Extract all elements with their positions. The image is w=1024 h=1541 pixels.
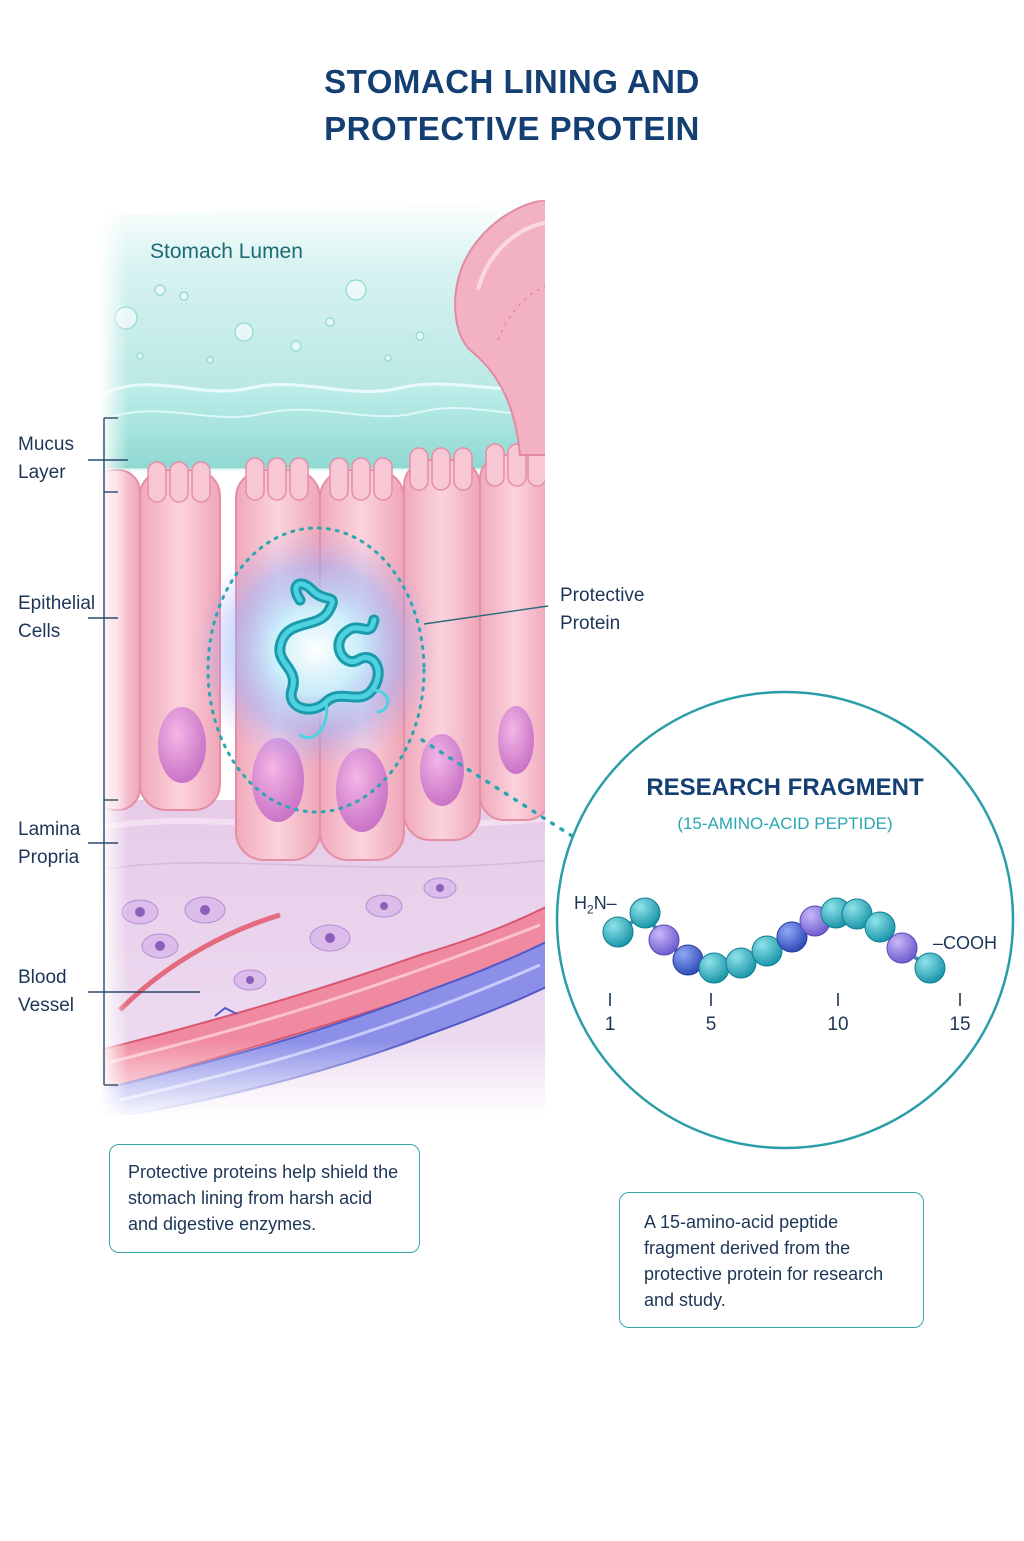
tick-label-15: 15 xyxy=(949,1014,971,1035)
mucosal-fold xyxy=(454,200,545,456)
tick-label-5: 5 xyxy=(705,1014,717,1035)
amino-acid-residue xyxy=(672,944,704,976)
lamina-propria-label: Lamina Propria xyxy=(18,819,81,868)
mucus-layer xyxy=(100,382,545,472)
capillary xyxy=(118,912,281,1012)
tissue-cross-section xyxy=(100,200,545,1115)
lining-info-note: Protective proteins help shield the stom… xyxy=(109,1144,420,1253)
position-ticks xyxy=(609,993,961,1006)
protein-glow xyxy=(196,530,436,770)
lamina-cells xyxy=(121,877,457,991)
amino-acid-residue xyxy=(629,897,661,929)
peptide-chain xyxy=(602,897,946,984)
amino-acid-residue xyxy=(698,952,730,984)
epithelial-cells-label: Epithelial Cells xyxy=(18,593,96,642)
amino-acid-residue xyxy=(751,935,783,967)
amino-acid-residue xyxy=(886,932,918,964)
tick-label-10: 10 xyxy=(827,1014,849,1035)
lumen-label: Stomach Lumen xyxy=(150,240,303,263)
title-line-1: STOMACH LINING AND xyxy=(324,63,700,100)
protein-callout-line xyxy=(423,605,549,625)
fragment-subtitle: (15-AMINO-ACID PEPTIDE) xyxy=(677,814,893,833)
fragment-title: RESEARCH FRAGMENT xyxy=(646,774,924,801)
title-line-2: PROTECTIVE PROTEIN xyxy=(324,110,700,147)
amino-acid-residue xyxy=(914,952,946,984)
page-title: STOMACH LINING AND PROTECTIVE PROTEIN xyxy=(0,58,1024,152)
n-terminus-label: H2N– xyxy=(574,893,617,917)
c-terminus-label: –COOH xyxy=(933,933,998,953)
protective-protein-label: Protective Protein xyxy=(560,585,645,634)
fragment-zoom-circle xyxy=(555,690,1015,1150)
amino-acid-residue xyxy=(648,924,680,956)
cell-nuclei xyxy=(158,706,534,832)
amino-acid-residue xyxy=(776,921,808,953)
blood-vessel-label: Blood Vessel xyxy=(18,967,74,1016)
protein-highlight-ellipse xyxy=(206,526,426,814)
protein-ribbon xyxy=(274,578,390,740)
layer-bracket xyxy=(88,417,200,1086)
mucus-layer-label: Mucus Layer xyxy=(18,434,74,483)
amino-acid-residue xyxy=(725,947,757,979)
tick-label-1: 1 xyxy=(604,1014,616,1035)
peptide-info-note: A 15-amino-acid peptide fragment derived… xyxy=(619,1192,924,1328)
zoom-connector xyxy=(420,738,574,838)
amino-acid-residue xyxy=(864,911,896,943)
amino-acid-residue xyxy=(602,916,634,948)
